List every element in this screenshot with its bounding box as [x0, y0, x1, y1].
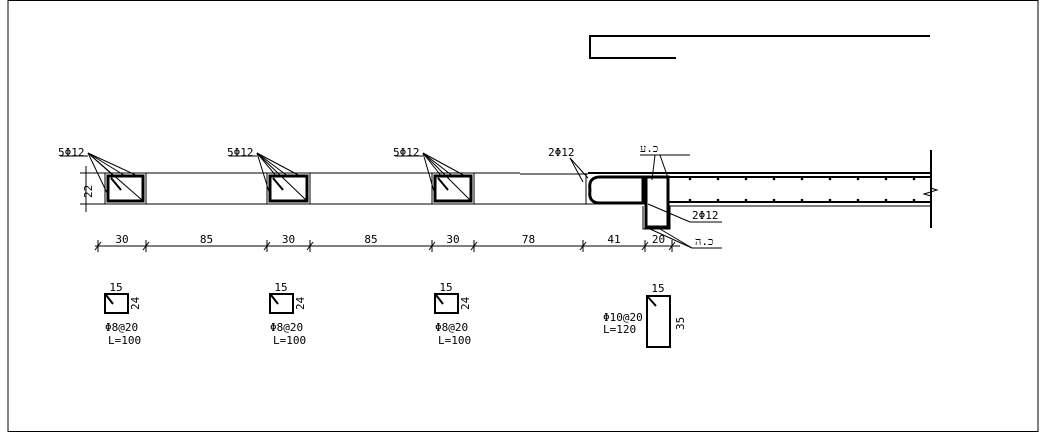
rebar-dot — [884, 198, 888, 202]
rebar-dot — [800, 198, 804, 202]
stirrup-spec: Φ8@20 — [270, 321, 303, 334]
rebar-dot — [688, 198, 692, 202]
bar-label: 5Φ12 — [227, 146, 254, 159]
stirrup-height: 35 — [674, 317, 687, 330]
dim-tick — [263, 241, 271, 251]
stirrup-height: 24 — [129, 296, 142, 310]
edge-beam-stirrup-detail: 15 35 Φ10@20L=120 — [603, 282, 687, 348]
rebar-dot — [772, 177, 776, 181]
bar-label: 5Φ12 — [58, 146, 85, 159]
dimension-value: 85 — [364, 233, 377, 246]
dim-tick — [94, 241, 102, 251]
stirrup-length: L=100 — [108, 334, 141, 347]
dimension-value: 30 — [282, 233, 295, 246]
rebar-dot — [744, 198, 748, 202]
dim-tick — [470, 241, 478, 251]
title-box — [589, 35, 930, 59]
stirrup-width: 15 — [439, 281, 452, 294]
dimension-value: 41 — [607, 233, 620, 246]
dimension-value: 30 — [446, 233, 459, 246]
bar-label: 5Φ12 — [393, 146, 420, 159]
rebar-dot — [744, 177, 748, 181]
slab-bottom-bar-label: 2Φ12 — [692, 209, 719, 222]
rebar-dot — [912, 198, 916, 202]
stirrup-length: L=100 — [273, 334, 306, 347]
dim-tick — [142, 241, 150, 251]
dimension-value: 78 — [522, 233, 535, 246]
rebar-dot — [884, 177, 888, 181]
stirrup-length: L=100 — [438, 334, 471, 347]
stirrup-width: 15 — [109, 281, 122, 294]
rebar-dot — [716, 177, 720, 181]
slab-label-bottom: ה.כ — [695, 235, 713, 248]
rebar-dot — [800, 177, 804, 181]
rebar-dot — [912, 177, 916, 181]
dimension-line: 30 85 30 85 30 78 41 20 — [94, 233, 680, 252]
rebar-dot — [772, 198, 776, 202]
slab-label-top: ע.כ — [640, 142, 658, 155]
rebar-dot — [688, 177, 692, 181]
dim-tick — [579, 241, 587, 251]
dim-tick — [668, 241, 676, 251]
dim-tick — [306, 241, 314, 251]
beam-section — [229, 152, 311, 205]
slab-section — [588, 150, 939, 230]
stirrup-height: 24 — [294, 296, 307, 310]
rebar-dot — [828, 198, 832, 202]
rebar-dot — [856, 177, 860, 181]
stirrup-height: 24 — [459, 296, 472, 310]
stirrup-spec: Φ8@20 — [435, 321, 468, 334]
stirrup-width: 15 — [274, 281, 287, 294]
slab-top-bar-label: 2Φ12 — [548, 146, 575, 159]
dimension-value: 85 — [200, 233, 213, 246]
beam-section — [395, 152, 475, 205]
height-dimension: 22 — [82, 185, 95, 198]
dim-tick — [428, 241, 436, 251]
drawing-frame — [7, 0, 1039, 432]
dimension-value: 30 — [115, 233, 128, 246]
rebar-dot — [856, 198, 860, 202]
beam-strip — [104, 172, 643, 205]
dimension-value: 20 — [652, 233, 665, 246]
rebar-dot — [828, 177, 832, 181]
rebar-dot — [716, 198, 720, 202]
dim-tick — [641, 241, 649, 251]
beam-section — [60, 152, 147, 205]
stirrup-spec: Φ10@20 — [603, 311, 643, 324]
stirrup-length: L=120 — [603, 323, 636, 336]
beam-bar-labels: 5Φ12 5Φ12 5Φ12 2Φ12 ע.כ 2Φ12 ה.כ 22 — [58, 142, 719, 248]
stirrup-spec: Φ8@20 — [105, 321, 138, 334]
stirrup-width: 15 — [651, 282, 664, 295]
